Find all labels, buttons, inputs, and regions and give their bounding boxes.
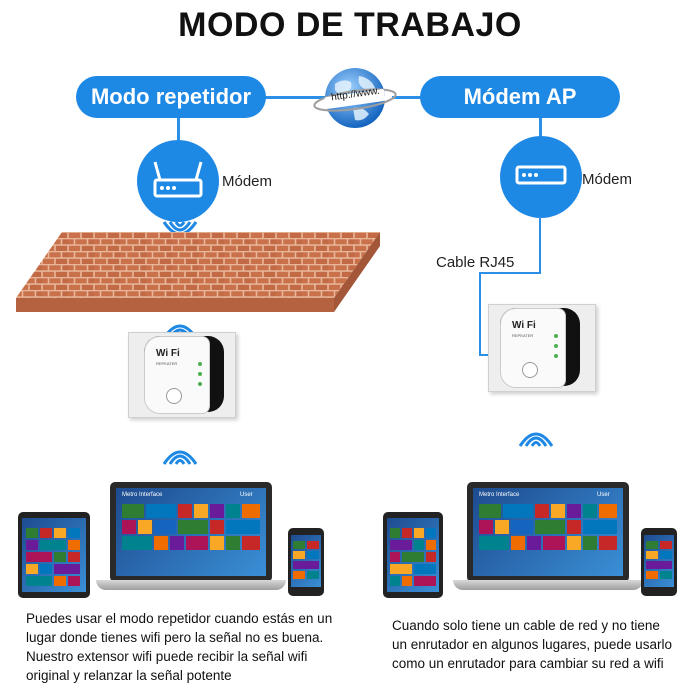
laptop-screen: Metro Interface User [473, 488, 623, 576]
connector-line-left [255, 96, 325, 99]
tablet [18, 512, 90, 598]
connector-line-right [392, 96, 432, 99]
status-led [554, 334, 558, 338]
globe-icon: http://www. [313, 62, 397, 134]
tablet [383, 512, 443, 598]
right-modem-label: Módem [582, 171, 633, 188]
brick-wall [16, 232, 386, 321]
status-led [198, 382, 202, 386]
wifi-signal-icon [514, 416, 558, 455]
repeater-sub: REPEATER [512, 333, 534, 338]
page-title: MODO DE TRABAJO [178, 6, 522, 44]
wps-button [166, 388, 182, 404]
tablet-screen [22, 518, 86, 592]
status-led [554, 354, 558, 358]
cable-label: Cable RJ45 [436, 254, 515, 271]
laptop-base [96, 580, 286, 590]
connector-vertical-left [177, 118, 180, 146]
repeater-sub: REPEATER [156, 361, 178, 366]
modem-box-icon [515, 165, 567, 185]
laptop-base [453, 580, 643, 590]
phone-screen [291, 535, 321, 587]
ap-description: Cuando solo tiene un cable de red y no t… [392, 618, 672, 671]
status-led [198, 372, 202, 376]
cable-line [539, 216, 541, 272]
repeater-brand: Wi Fi [512, 320, 536, 331]
left-modem-circle [137, 140, 219, 222]
metro-tiles [479, 504, 617, 570]
right-repeater-device: Wi Fi REPEATER [488, 304, 596, 392]
wifi-signal-icon [158, 434, 202, 473]
right-modem-circle [500, 136, 582, 218]
repeater-description: Puedes usar el modo repetidor cuando est… [26, 611, 333, 683]
repeater-brand: Wi Fi [156, 348, 180, 359]
router-icon [153, 161, 203, 198]
laptop-screen: Metro Interface User [116, 488, 266, 576]
connector-vertical-right [539, 118, 542, 140]
phone [641, 528, 677, 596]
right-devices: Metro Interface User [383, 480, 683, 598]
status-led [198, 362, 202, 366]
phone-screen [644, 535, 674, 587]
wps-button [522, 362, 538, 378]
tablet-screen [387, 518, 439, 592]
cable-line [479, 272, 481, 356]
left-modem-label: Módem [222, 173, 273, 190]
left-repeater-device: Wi Fi REPEATER [128, 332, 236, 418]
cable-line [479, 272, 541, 274]
repeater-mode-pill: Modo repetidor [76, 76, 266, 118]
left-devices: Metro Interface User [18, 480, 338, 598]
phone [288, 528, 324, 596]
ap-mode-pill: Módem AP [420, 76, 620, 118]
metro-tiles [122, 504, 260, 570]
status-led [554, 344, 558, 348]
